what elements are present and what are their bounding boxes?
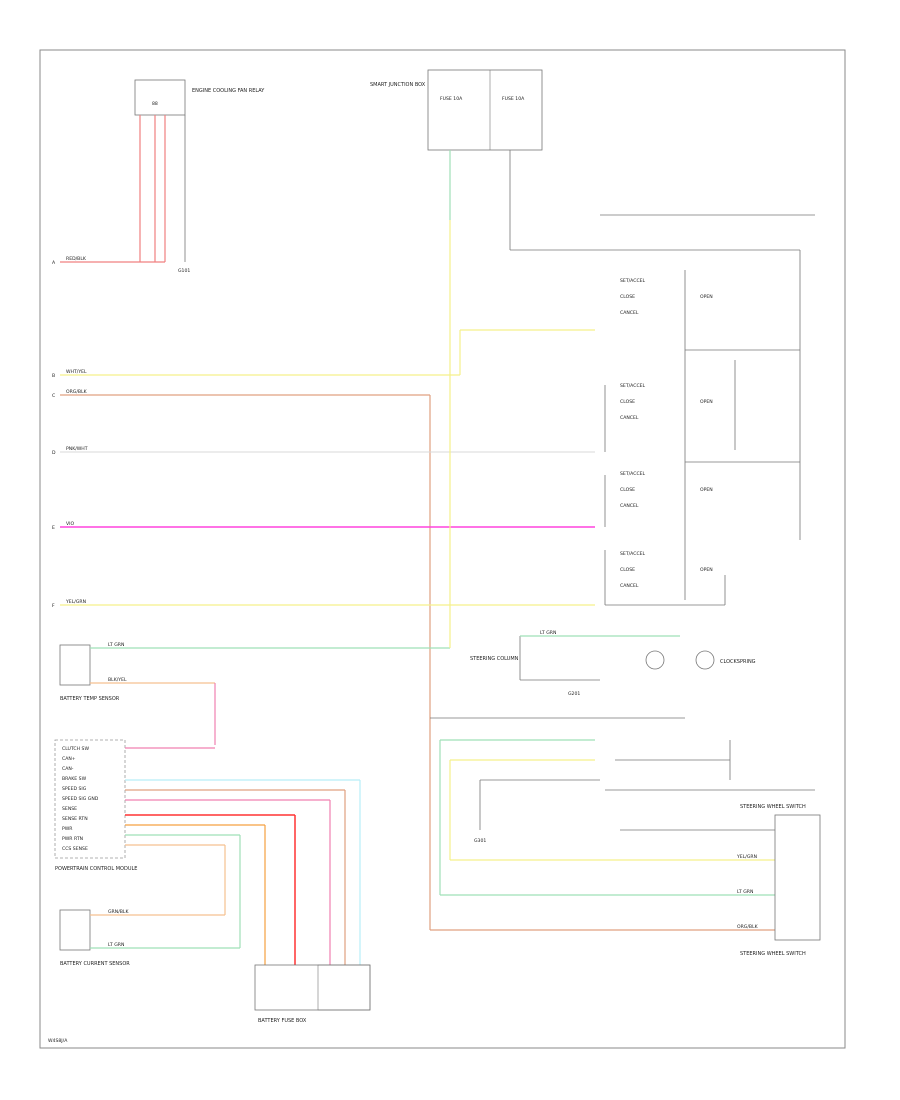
svg-text:SET/ACCEL: SET/ACCEL (620, 551, 646, 557)
svg-text:BATTERY TEMP SENSOR: BATTERY TEMP SENSOR (60, 696, 120, 702)
svg-text:ORG/BLK: ORG/BLK (737, 924, 759, 930)
red-wire-label: RED/BLK (66, 256, 87, 262)
svg-text:YEL/GRN: YEL/GRN (736, 854, 757, 860)
sjb-title: SMART JUNCTION BOX (370, 82, 426, 88)
svg-text:SENSE: SENSE (62, 806, 77, 812)
svg-text:CLUTCH SW: CLUTCH SW (62, 746, 89, 752)
clockspring-icon (645, 650, 665, 670)
svg-text:SET/ACCEL: SET/ACCEL (620, 383, 646, 389)
connector-f: F (52, 603, 55, 609)
connector-b: B (52, 373, 55, 379)
yel-grn-label: YEL/GRN (65, 599, 86, 605)
svg-text:SET/ACCEL: SET/ACCEL (620, 278, 646, 284)
pcm-wire-bundle (125, 747, 361, 965)
svg-text:CLOSE: CLOSE (620, 399, 635, 405)
pcm-block: POWERTRAIN CONTROL MODULE CLUTCH SW CAN+… (54, 739, 137, 872)
svg-text:LT GRN: LT GRN (108, 642, 124, 648)
clockspring-area: STEERING COLUMN CLOCKSPRING LT GRN G201 (470, 630, 756, 697)
svg-text:LT GRN: LT GRN (540, 630, 556, 636)
wht-ylw-label: WHT/YEL (66, 369, 87, 375)
ground-g201: G201 (568, 691, 580, 697)
svg-text:BATTERY CURRENT SENSOR: BATTERY CURRENT SENSOR (60, 961, 130, 967)
org-blk-label: ORG/BLK (66, 389, 88, 395)
svg-text:GRN/BLK: GRN/BLK (108, 909, 129, 915)
svg-text:BATTERY FUSE BOX: BATTERY FUSE BOX (258, 1018, 307, 1024)
svg-text:LT GRN: LT GRN (108, 942, 124, 948)
svg-text:CANCEL: CANCEL (620, 415, 639, 421)
svg-text:BRAKE SW: BRAKE SW (62, 776, 87, 782)
clockspring-label: CLOCKSPRING (720, 659, 756, 665)
fuse-2-label: FUSE 10A (502, 96, 525, 102)
svg-text:CLOSE: CLOSE (620, 567, 635, 573)
relay-title: ENGINE COOLING FAN RELAY (192, 88, 265, 94)
diagram-code: W4S8J/A (48, 1038, 68, 1044)
switch-stack (604, 270, 800, 606)
switch-4: SET/ACCEL CLOSE CANCEL OPEN (620, 551, 713, 589)
svg-text:OPEN: OPEN (700, 399, 713, 405)
connector-d: D (52, 450, 56, 456)
svg-text:SPEED SIG GND: SPEED SIG GND (62, 796, 99, 802)
diagram-frame (39, 49, 846, 1049)
steering-column-label: STEERING COLUMN (470, 656, 519, 662)
svg-text:CANCEL: CANCEL (620, 503, 639, 509)
horn-icon (695, 650, 715, 670)
engine-cooling-fan-relay: 88 ENGINE COOLING FAN RELAY (134, 79, 265, 116)
pnk-wht-label: PNK/WHT (66, 446, 88, 452)
svg-text:PWR RTN: PWR RTN (62, 836, 83, 842)
sws-title-bottom: STEERING WHEEL SWITCH (740, 951, 806, 957)
fuse-1-label: FUSE 10A (440, 96, 463, 102)
switch-1: SET/ACCEL CLOSE CANCEL OPEN (620, 278, 713, 316)
svg-text:OPEN: OPEN (700, 294, 713, 300)
pcm-title: POWERTRAIN CONTROL MODULE (55, 866, 137, 872)
switch-3: SET/ACCEL CLOSE CANCEL OPEN (620, 471, 713, 509)
battery-fuse-box: BATTERY FUSE BOX (254, 964, 371, 1024)
smart-junction-box: SMART JUNCTION BOX FUSE 10A FUSE 10A (370, 69, 543, 151)
svg-text:LT GRN: LT GRN (737, 889, 753, 895)
svg-text:CLOSE: CLOSE (620, 487, 635, 493)
connector-e: E (52, 525, 55, 531)
relay-label: 88 (152, 101, 158, 107)
steering-wheel-switch: STEERING WHEEL SWITCH STEERING WHEEL SWI… (620, 804, 821, 957)
connector-c: C (52, 393, 55, 399)
switch-2: SET/ACCEL CLOSE CANCEL OPEN (620, 383, 713, 421)
battery-temp-sensor: BATTERY TEMP SENSOR (59, 644, 120, 702)
svg-text:CANCEL: CANCEL (620, 310, 639, 316)
connector-a: A (52, 260, 56, 266)
svg-text:SPEED SIG: SPEED SIG (62, 786, 87, 792)
svg-text:CANCEL: CANCEL (620, 583, 639, 589)
battery-current-sensor: BATTERY CURRENT SENSOR (59, 909, 130, 967)
svg-text:CAN+: CAN+ (62, 756, 76, 762)
ground-g101: G101 (178, 268, 190, 274)
svg-text:OPEN: OPEN (700, 487, 713, 493)
svg-text:BLK/YEL: BLK/YEL (108, 677, 127, 683)
svg-text:OPEN: OPEN (700, 567, 713, 573)
svg-text:CLOSE: CLOSE (620, 294, 635, 300)
svg-text:PWR: PWR (62, 826, 73, 832)
ground-g301: G301 (474, 838, 486, 844)
svg-text:SENSE RTN: SENSE RTN (62, 816, 88, 822)
sws-title-top: STEERING WHEEL SWITCH (740, 804, 806, 810)
svg-text:CAN-: CAN- (62, 766, 74, 772)
vio-label: VIO (66, 521, 74, 527)
svg-text:SET/ACCEL: SET/ACCEL (620, 471, 646, 477)
svg-text:CCS SENSE: CCS SENSE (62, 846, 88, 852)
